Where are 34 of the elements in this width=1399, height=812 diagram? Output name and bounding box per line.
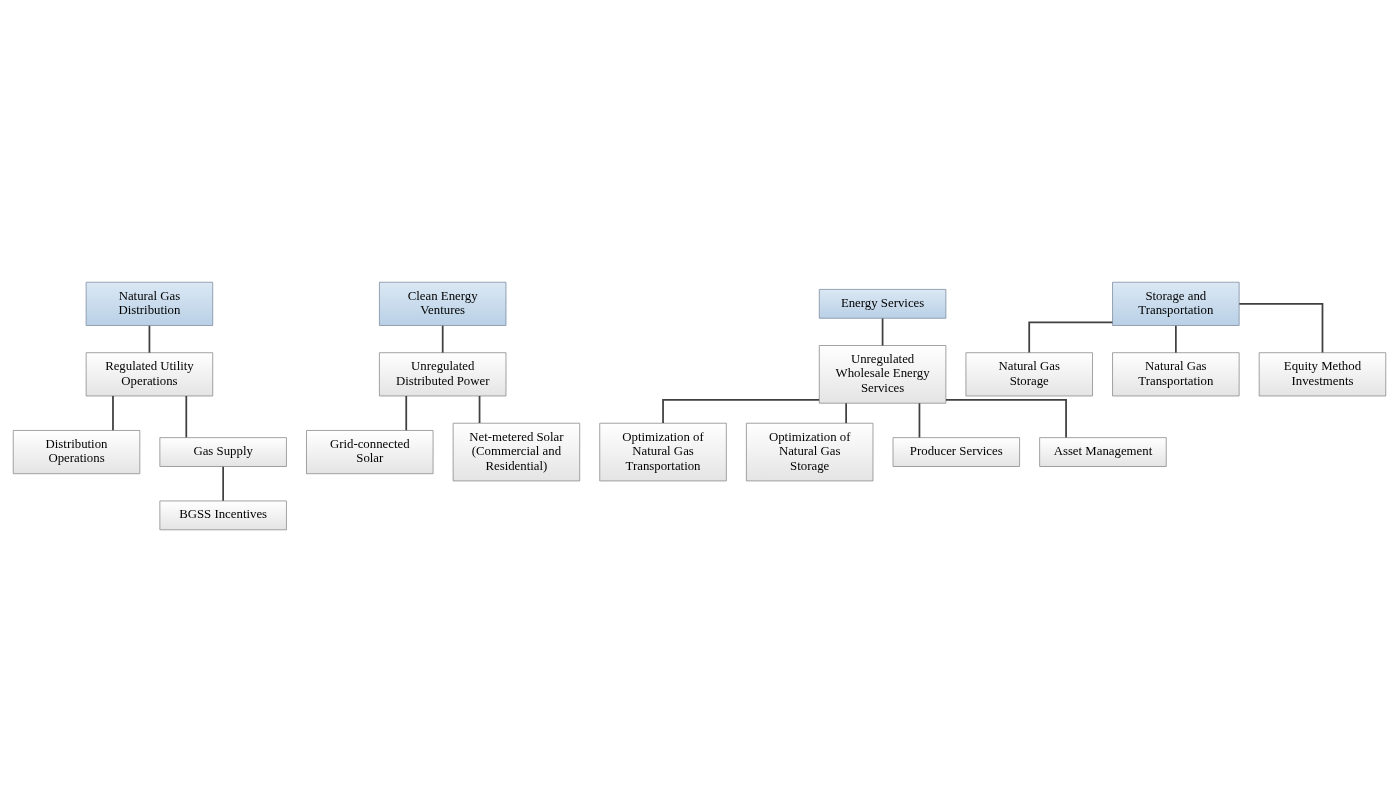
connector [845, 402, 847, 424]
connector [222, 465, 225, 502]
node-box: Unregulated Wholesale Energy Services [818, 345, 947, 404]
connector [405, 395, 408, 432]
connector [148, 324, 151, 354]
node-box: BGSS Incentives [159, 500, 287, 531]
node-box: Natural Gas Transportation [1112, 352, 1240, 397]
node-box: Optimization of Natural Gas Storage [745, 422, 874, 482]
connector [185, 395, 188, 439]
node-box: Producer Services [892, 437, 1020, 467]
node-box: Equity Method Investments [1258, 352, 1387, 397]
node-box: Asset Management [1039, 437, 1167, 467]
connector [112, 395, 114, 432]
connector [662, 399, 820, 424]
node-box: Storage and Transportation [1112, 281, 1240, 326]
connector [1028, 321, 1114, 354]
node-box: Clean Energy Ventures [379, 281, 507, 326]
node-box: Optimization of Natural Gas Transportation [599, 422, 727, 482]
connector [945, 399, 1067, 439]
node-box: Regulated Utility Operations [85, 352, 214, 397]
connector [478, 395, 481, 424]
node-box: Unregulated Distributed Power [379, 352, 507, 397]
node-box: Distribution Operations [12, 430, 141, 475]
node-box: Gas Supply [159, 437, 287, 467]
connector [441, 324, 444, 354]
node-box: Net-metered Solar (Commercial and Residential) [452, 422, 581, 482]
node-box: Natural Gas Storage [965, 352, 1093, 397]
connector [1174, 324, 1177, 354]
connector [881, 317, 884, 347]
connector [918, 402, 921, 439]
node-box: Grid-connected Solar [306, 430, 434, 475]
node-box: Energy Services [818, 289, 947, 319]
node-box: Natural Gas Distribution [85, 281, 214, 326]
connector [1238, 302, 1324, 354]
